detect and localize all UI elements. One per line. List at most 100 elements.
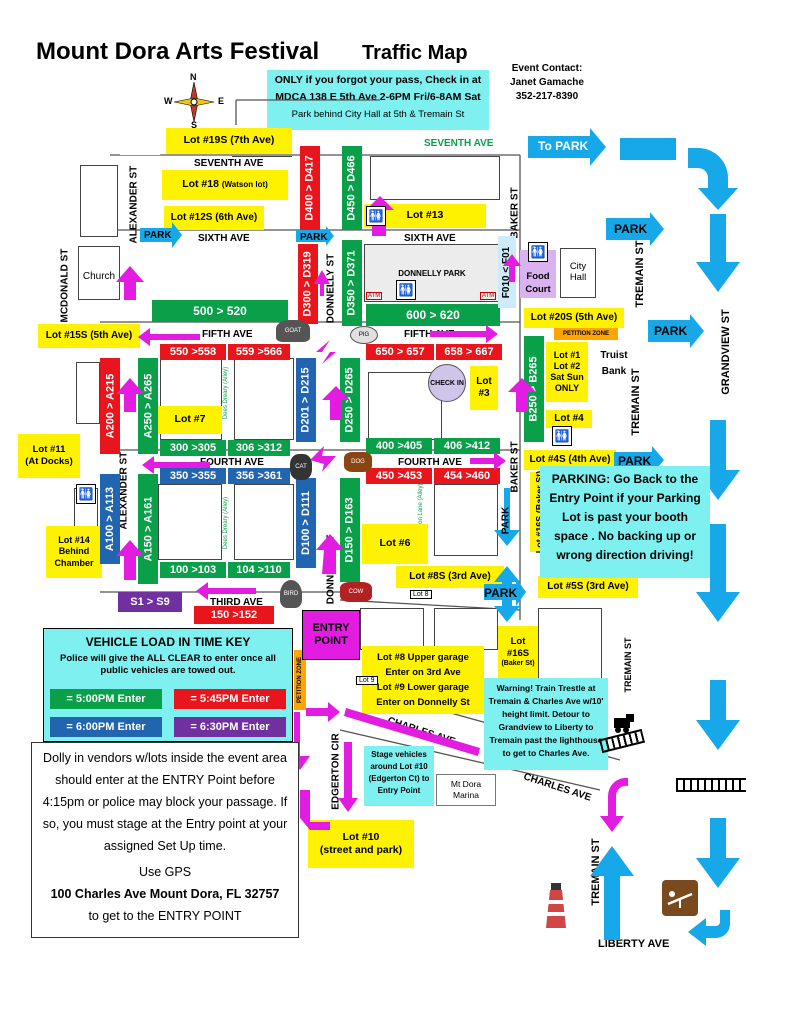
city-hall-label: City Hall	[569, 261, 587, 283]
booths-f010-f01: F010 < F01	[498, 236, 516, 308]
key-title: VEHICLE LOAD IN TIME KEY	[85, 635, 251, 649]
petition-zone-1: PETITION ZONE	[554, 328, 618, 340]
booths-d350-d371: D350 > D371	[342, 240, 362, 326]
booths-d100-d111: D100 > D111	[296, 478, 316, 568]
city-hall-block: City Hall	[560, 248, 596, 298]
key-green: = 5:00PM Enter	[50, 689, 162, 709]
dolly-address: 100 Charles Ave Mount Dora, FL 32757	[50, 887, 280, 901]
booths-b250-b265: B250 > B265	[524, 336, 544, 442]
atm-1: ATM	[366, 292, 383, 300]
block-nw-1	[80, 165, 118, 237]
street-third-ave: THIRD AVE	[210, 597, 263, 608]
street-fifth-ave-right: FIFTH AVE	[404, 329, 455, 340]
lot-15s: Lot #15S (5th Ave)	[38, 324, 140, 348]
lot-16s: Lot#16S(Baker St)	[498, 626, 538, 678]
lot-4: Lot #4	[546, 410, 592, 428]
church-label: Church	[82, 271, 116, 282]
park-label-5[interactable]: PARK	[618, 454, 652, 468]
booths-550-558: 550 >558	[160, 344, 226, 360]
railroad-track-icon-2	[676, 778, 746, 792]
booths-d300-d319: D300 > D319	[298, 244, 318, 324]
goat-icon: GOAT	[276, 320, 310, 342]
lot-7: Lot #7	[158, 406, 222, 434]
compass-n: N	[190, 72, 197, 82]
booths-d150-d163: D150 > D163	[340, 478, 360, 582]
park-label-1[interactable]: PARK	[144, 230, 172, 241]
block-4th-left	[76, 362, 100, 424]
train-icon	[612, 712, 638, 734]
dolly-tail: to get to the ENTRY POINT	[88, 909, 242, 923]
booths-350-355: 350 >355	[160, 468, 226, 484]
dolly-paragraph: Dolly in vendors w/lots inside the event…	[42, 751, 288, 853]
booths-d201-d215: D201 > D215	[296, 358, 316, 442]
lot-6: Lot #6	[362, 524, 428, 564]
truist-bank-label: Truist Bank	[600, 350, 628, 377]
park-label-2[interactable]: PARK	[300, 232, 328, 243]
pig-icon: PIG	[350, 326, 378, 344]
compass-e: E	[218, 96, 225, 106]
compass-w: W	[164, 96, 173, 106]
page-title: Mount Dora Arts Festival	[36, 38, 320, 65]
block-lot5s	[538, 608, 602, 680]
booths-a150-a161: A150 > A161	[138, 474, 158, 584]
restroom-icon-4: 🚻	[76, 484, 96, 504]
booths-650-657: 650 > 657	[366, 344, 434, 360]
restroom-icon-3: 🚻	[528, 242, 548, 262]
booths-a100-a113: A100 > A113	[100, 474, 120, 564]
block-4th-b	[234, 358, 294, 440]
bird-icon: BIRD	[280, 580, 302, 608]
compass-rose-icon: N S W E	[164, 72, 224, 130]
petition-zone-2: PETITION ZONE	[294, 650, 306, 710]
vehicle-key: VEHICLE LOAD IN TIME KEY Police will giv…	[43, 628, 293, 742]
lot-4s: Lot #4S (4th Ave)	[524, 450, 616, 470]
street-fourth-ave-right: FOURTH AVE	[398, 457, 462, 468]
booths-400-405: 400 >405	[366, 438, 432, 454]
booths-450-453: 450 >453	[366, 468, 432, 484]
dog-icon: DOG	[344, 452, 372, 472]
page-subtitle: Traffic Map	[362, 42, 468, 64]
block-3rd-a	[158, 484, 222, 560]
check-in-point: CHECK IN	[428, 364, 466, 402]
entry-point: ENTRY POINT	[302, 610, 360, 660]
block-7th-1	[370, 156, 500, 200]
booths-300-305: 300 >305	[160, 440, 226, 456]
key-subtitle: Police will give the ALL CLEAR to enter …	[60, 653, 276, 676]
key-blue: = 6:00PM Enter	[50, 717, 162, 737]
lot-12s: Lot #12S (6th Ave)	[164, 206, 264, 230]
lot-8s: Lot #8S (3rd Ave)	[396, 566, 504, 588]
booths-a200-a215: A200 > A215	[100, 358, 120, 454]
restroom-icon-2: 🚻	[396, 280, 416, 300]
street-sixth-ave-right: SIXTH AVE	[404, 233, 456, 244]
park-label-6[interactable]: PARK	[484, 586, 518, 600]
booths-306-312: 306 >312	[228, 440, 290, 456]
booths-406-412: 406 >412	[434, 438, 500, 454]
street-sixth-ave-left: SIXTH AVE	[198, 233, 250, 244]
booths-a250-a265: A250 > A265	[138, 358, 158, 454]
street-fifth-ave-left: FIFTH AVE	[202, 329, 253, 340]
booths-100-103: 100 >103	[160, 562, 226, 578]
cow-icon: COW	[340, 582, 372, 602]
block-nw-7th	[120, 125, 160, 155]
to-park-label[interactable]: To PARK	[538, 139, 589, 153]
lot-11: Lot #11(At Docks)	[18, 434, 80, 478]
cat-icon: CAT	[290, 454, 312, 480]
lot-3: Lot#3	[470, 366, 498, 410]
park-label-3[interactable]: PARK	[614, 222, 648, 236]
booths-104-110: 104 >110	[228, 562, 290, 578]
park-label-4[interactable]: PARK	[654, 324, 688, 338]
park-playground-icon	[662, 880, 698, 916]
block-3rd-b	[234, 484, 294, 560]
booths-d400-d417: D400 > D417	[300, 146, 320, 230]
train-trestle-warning: Warning! Train Trestle at Tremain & Char…	[484, 678, 608, 770]
church-block: Church	[78, 246, 120, 300]
lot-20s: Lot #20S (5th Ave)	[524, 308, 624, 328]
street-seventh-ave-left: SEVENTH AVE	[194, 158, 264, 169]
booths-356-361: 356 >361	[228, 468, 290, 484]
parking-note: PARKING: Go Back to the Entry Point if y…	[540, 466, 710, 578]
block-6th-left	[162, 243, 288, 295]
marina-label: Mt Dora Marina	[436, 774, 496, 806]
lot-19s: Lot #19S (7th Ave)	[166, 128, 292, 154]
